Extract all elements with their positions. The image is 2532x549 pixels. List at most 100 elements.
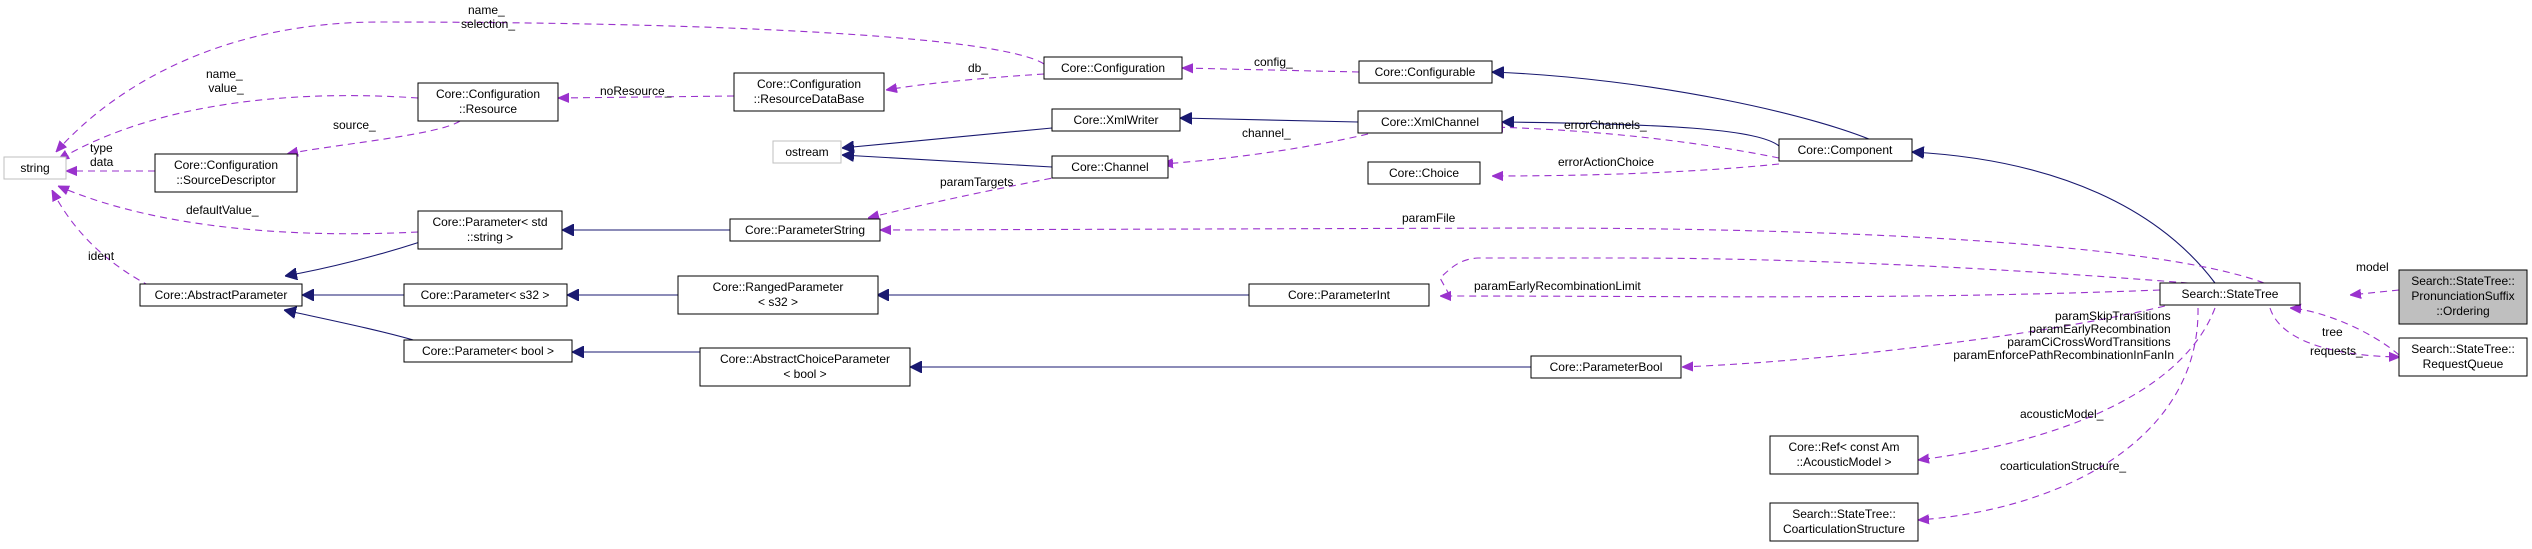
- svg-text:Core::Choice: Core::Choice: [1389, 166, 1459, 180]
- edge-string-to-paramstring-t: [58, 185, 419, 235]
- svg-text:ostream: ostream: [785, 145, 828, 159]
- edge-resource-to-resdb: [558, 96, 735, 98]
- node-abstractchoiceparameter-bool[interactable]: Core::AbstractChoiceParameter< bool >: [699, 347, 911, 387]
- edge-label-config: config_: [1254, 55, 1293, 69]
- node-channel[interactable]: Core::Channel: [1051, 155, 1169, 179]
- node-string[interactable]: string: [3, 156, 67, 180]
- edge-choice-to-component: [1492, 163, 1780, 176]
- edge-component-to-statetree: [1912, 152, 2216, 284]
- svg-text:Core::Parameter< bool >: Core::Parameter< bool >: [422, 344, 554, 358]
- node-xmlchannel[interactable]: Core::XmlChannel: [1357, 110, 1503, 134]
- svg-text:Core::XmlWriter: Core::XmlWriter: [1073, 113, 1158, 127]
- edge-label-param-targets: paramTargets: [940, 175, 1013, 189]
- edge-paramstring-to-statetree: [880, 228, 2265, 284]
- edge-label-tree: tree: [2322, 325, 2343, 339]
- edge-label-param-bools: paramSkipTransitions paramEarlyRecombina…: [1953, 309, 2174, 362]
- edge-channel-to-paramstring: [868, 175, 1064, 218]
- svg-text:Core::ParameterBool: Core::ParameterBool: [1550, 360, 1663, 374]
- edge-label-error-action-choice: errorActionChoice: [1558, 155, 1654, 169]
- edge-label-model: model: [2356, 260, 2389, 274]
- edge-coartic-to-statetree: [1918, 307, 2199, 520]
- node-configuration[interactable]: Core::Configuration: [1043, 56, 1183, 80]
- node-statetree[interactable]: Search::StateTree: [2159, 282, 2301, 306]
- edge-configurable-to-component: [1492, 72, 1886, 147]
- svg-text:Search::StateTree::RequestQueu: Search::StateTree::RequestQueue: [2411, 342, 2515, 371]
- svg-text:Core::Configuration::SourceDes: Core::Configuration::SourceDescriptor: [174, 158, 278, 187]
- edge-label-error-channels: errorChannels_: [1564, 118, 1647, 132]
- node-configuration-resource[interactable]: Core::Configuration::Resource: [417, 82, 559, 122]
- svg-text:Core::Configuration: Core::Configuration: [1061, 61, 1165, 75]
- edge-label-default-value: defaultValue_: [186, 203, 259, 217]
- svg-text:Core::ParameterInt: Core::ParameterInt: [1288, 288, 1391, 302]
- edge-resdb-to-configuration: [886, 73, 1045, 90]
- edge-label-source: source_: [333, 118, 376, 132]
- svg-text:Core::Parameter< s32 >: Core::Parameter< s32 >: [421, 288, 550, 302]
- node-rangedparameter-s32[interactable]: Core::RangedParameter< s32 >: [677, 275, 879, 315]
- svg-text:Core::Configuration::ResourceD: Core::Configuration::ResourceDataBase: [754, 77, 865, 106]
- svg-text:Search::StateTree::Coarticulat: Search::StateTree::CoarticulationStructu…: [1783, 507, 1905, 536]
- edge-xmlwriter-to-xmlchannel: [1180, 118, 1359, 122]
- svg-text:Core::AbstractParameter: Core::AbstractParameter: [155, 288, 288, 302]
- edge-label-channel: channel_: [1242, 126, 1291, 140]
- edge-label-coarticulation-structure: coarticulationStructure_: [2000, 459, 2126, 473]
- edge-label-no-resource: noResource_: [600, 84, 672, 98]
- svg-text:Core::Component: Core::Component: [1798, 143, 1893, 157]
- edge-configuration-to-configurable: [1182, 68, 1360, 72]
- svg-text:Search::StateTree::Pronunciati: Search::StateTree::PronunciationSuffix::…: [2411, 274, 2515, 318]
- node-pronunciationsuffix-ordering[interactable]: Search::StateTree::PronunciationSuffix::…: [2398, 269, 2528, 325]
- edge-label-param-file: paramFile: [1402, 211, 1456, 225]
- edge-parambool-to-statetree: [1682, 299, 2189, 367]
- node-ref-acousticmodel[interactable]: Core::Ref< const Am::AcousticModel >: [1769, 435, 1919, 475]
- node-component[interactable]: Core::Component: [1778, 138, 1913, 162]
- svg-text:Core::ParameterString: Core::ParameterString: [745, 223, 865, 237]
- svg-text:Core::XmlChannel: Core::XmlChannel: [1381, 115, 1479, 129]
- node-parameter-std-string[interactable]: Core::Parameter< std::string >: [417, 210, 563, 250]
- svg-text:Core::Configuration::Resource: Core::Configuration::Resource: [436, 87, 540, 116]
- edge-xmlchannel-to-component: [1492, 127, 1780, 159]
- node-choice[interactable]: Core::Choice: [1367, 161, 1481, 185]
- svg-text:string: string: [20, 161, 49, 175]
- node-parameter-s32[interactable]: Core::Parameter< s32 >: [403, 283, 568, 307]
- edge-statetree-to-requestqueue-tree: [2290, 308, 2400, 356]
- svg-text:Core::Channel: Core::Channel: [1071, 160, 1148, 174]
- edge-label-db: db_: [968, 61, 988, 75]
- node-parameterstring[interactable]: Core::ParameterString: [729, 218, 881, 242]
- edge-label-name-value: name_ value_: [206, 67, 246, 95]
- edge-string-to-configuration: [56, 21, 1045, 152]
- edge-paramint-to-statetree: [1439, 257, 2189, 297]
- edge-label-name-selection: name_ selection_: [461, 3, 515, 31]
- node-abstractparameter[interactable]: Core::AbstractParameter: [139, 283, 303, 307]
- edge-label-param-early-limit: paramEarlyRecombinationLimit: [1474, 279, 1641, 293]
- node-requestqueue[interactable]: Search::StateTree::RequestQueue: [2398, 337, 2528, 377]
- edge-requestqueue-to-statetree-requests: [2269, 307, 2400, 357]
- node-configuration-sourcedescriptor[interactable]: Core::Configuration::SourceDescriptor: [154, 153, 298, 193]
- node-parameter-bool[interactable]: Core::Parameter< bool >: [403, 339, 573, 363]
- edge-label-requests: requests_: [2310, 344, 2363, 358]
- node-coarticulationstructure[interactable]: Search::StateTree::CoarticulationStructu…: [1769, 502, 1919, 542]
- edge-ostream-to-xmlwriter: [842, 127, 1053, 148]
- svg-text:Core::Ref< const Am::AcousticM: Core::Ref< const Am::AcousticModel >: [1788, 440, 1899, 469]
- edge-ordering-to-statetree: [2350, 290, 2400, 295]
- edge-xmlchannel-to-component: [1502, 122, 1780, 147]
- node-ostream[interactable]: ostream: [772, 140, 842, 164]
- svg-text:Core::Configurable: Core::Configurable: [1375, 65, 1476, 79]
- edge-ostream-to-channel: [842, 155, 1053, 168]
- svg-text:Search::StateTree: Search::StateTree: [2182, 287, 2279, 301]
- edge-label-ident: ident: [88, 249, 115, 263]
- edge-resource-to-sourcedescriptor: [287, 120, 461, 154]
- node-configurable[interactable]: Core::Configurable: [1358, 60, 1493, 84]
- node-configuration-resourcedatabase[interactable]: Core::Configuration::ResourceDataBase: [733, 72, 885, 112]
- edge-acoustic-to-statetree: [1918, 307, 2216, 460]
- node-xmlwriter[interactable]: Core::XmlWriter: [1051, 108, 1181, 132]
- edge-label-type-data: type data: [90, 141, 116, 169]
- node-parameterint[interactable]: Core::ParameterInt: [1248, 283, 1430, 307]
- edge-string-to-abstractparam: [52, 190, 151, 287]
- node-parameterbool[interactable]: Core::ParameterBool: [1530, 355, 1682, 379]
- edge-abstractparam-to-paramstring-t: [285, 241, 421, 276]
- edge-abstractparam-to-param-bool: [284, 310, 421, 343]
- edge-channel-to-xmlchannel: [1162, 133, 1369, 164]
- svg-text:Core::Parameter< std::string >: Core::Parameter< std::string >: [432, 215, 547, 244]
- edge-label-acoustic-model: acousticModel_: [2020, 407, 2104, 421]
- edge-string-to-resource: [58, 95, 419, 160]
